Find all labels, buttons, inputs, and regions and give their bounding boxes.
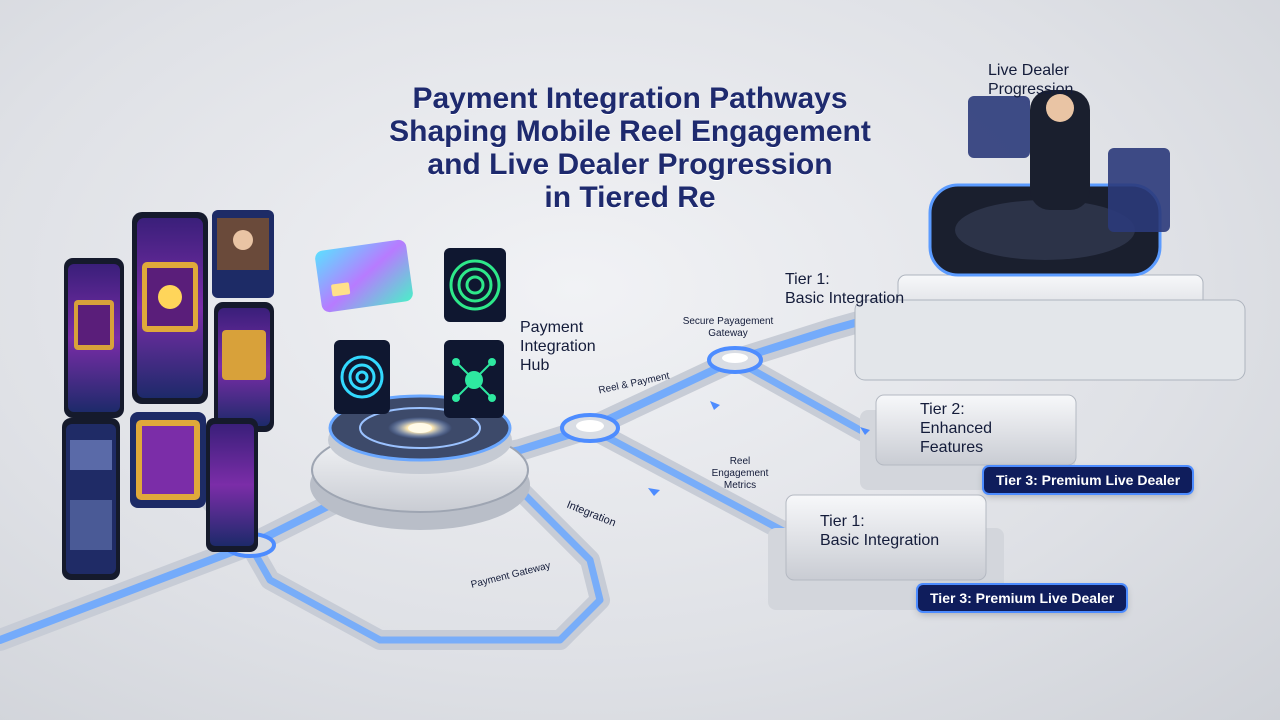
- tier2-label-line: Enhanced: [920, 420, 993, 437]
- title-line: Shaping Mobile Reel Engagement: [389, 115, 871, 148]
- reel-metrics-label-line: Engagement: [711, 468, 769, 479]
- secure-gateway-label: Secure Payagement Gateway: [673, 316, 783, 340]
- pathway-node: [560, 413, 620, 443]
- reel-metrics-label-line: Reel: [729, 456, 751, 467]
- live-dealer-label: Live Dealer Progression: [988, 61, 1073, 99]
- network-icon: [444, 340, 504, 418]
- slot-reel-icon: [132, 212, 208, 404]
- pathway-node: [707, 346, 763, 374]
- live-dealer-table: [854, 90, 1246, 381]
- hub-label-line: Payment: [520, 319, 584, 336]
- tier1-top-label: Tier 1: Basic Integration: [785, 270, 904, 308]
- tier2-label-line: Tier 2:: [920, 401, 965, 418]
- slot-reel-icon: [206, 418, 258, 552]
- tier2-label-line: Features: [920, 439, 984, 456]
- live-dealer-label-line: Progression: [988, 81, 1074, 98]
- tier1-bottom-label-line: Basic Integration: [820, 532, 940, 549]
- tier1-top-label-line: Tier 1:: [785, 271, 830, 288]
- slot-reel-icon: [64, 258, 124, 418]
- title-line: in Tiered Re: [544, 181, 716, 214]
- tier3-bottom-badge: Tier 3: Premium Live Dealer: [918, 585, 1127, 611]
- slot-reel-icon: [130, 412, 206, 508]
- reel-metrics-label: Reel Engagement Metrics: [705, 456, 775, 492]
- title-line: and Live Dealer Progression: [427, 148, 833, 181]
- reel-metrics-label-line: Metrics: [723, 480, 757, 491]
- hub-label: Payment Integration Hub: [520, 318, 596, 375]
- secure-gateway-label-line: Secure Payagement: [682, 316, 774, 327]
- tier2-label: Tier 2: Enhanced Features: [920, 400, 992, 457]
- credit-card-icon: [315, 239, 413, 313]
- tier1-bottom-label-line: Tier 1:: [820, 513, 865, 530]
- live-dealer-label-line: Live Dealer: [988, 62, 1069, 79]
- title-line: Payment Integration Pathways: [412, 82, 848, 115]
- hub-label-line: Integration: [520, 338, 596, 355]
- secure-gateway-label-line: Gateway: [708, 328, 748, 339]
- slot-reel-icon: [214, 302, 274, 432]
- slot-reel-icon: [62, 418, 120, 580]
- fingerprint-icon: [334, 340, 390, 414]
- tier1-bottom-label: Tier 1: Basic Integration: [820, 512, 939, 550]
- fingerprint-icon: [444, 248, 506, 322]
- dealer-icon: [212, 210, 274, 298]
- tier3-top-badge: Tier 3: Premium Live Dealer: [984, 467, 1193, 493]
- hub-label-line: Hub: [520, 357, 550, 374]
- page-title: Payment Integration Pathways Shaping Mob…: [340, 82, 920, 214]
- tier1-top-label-line: Basic Integration: [785, 290, 905, 307]
- pathway-arrow: [648, 401, 870, 496]
